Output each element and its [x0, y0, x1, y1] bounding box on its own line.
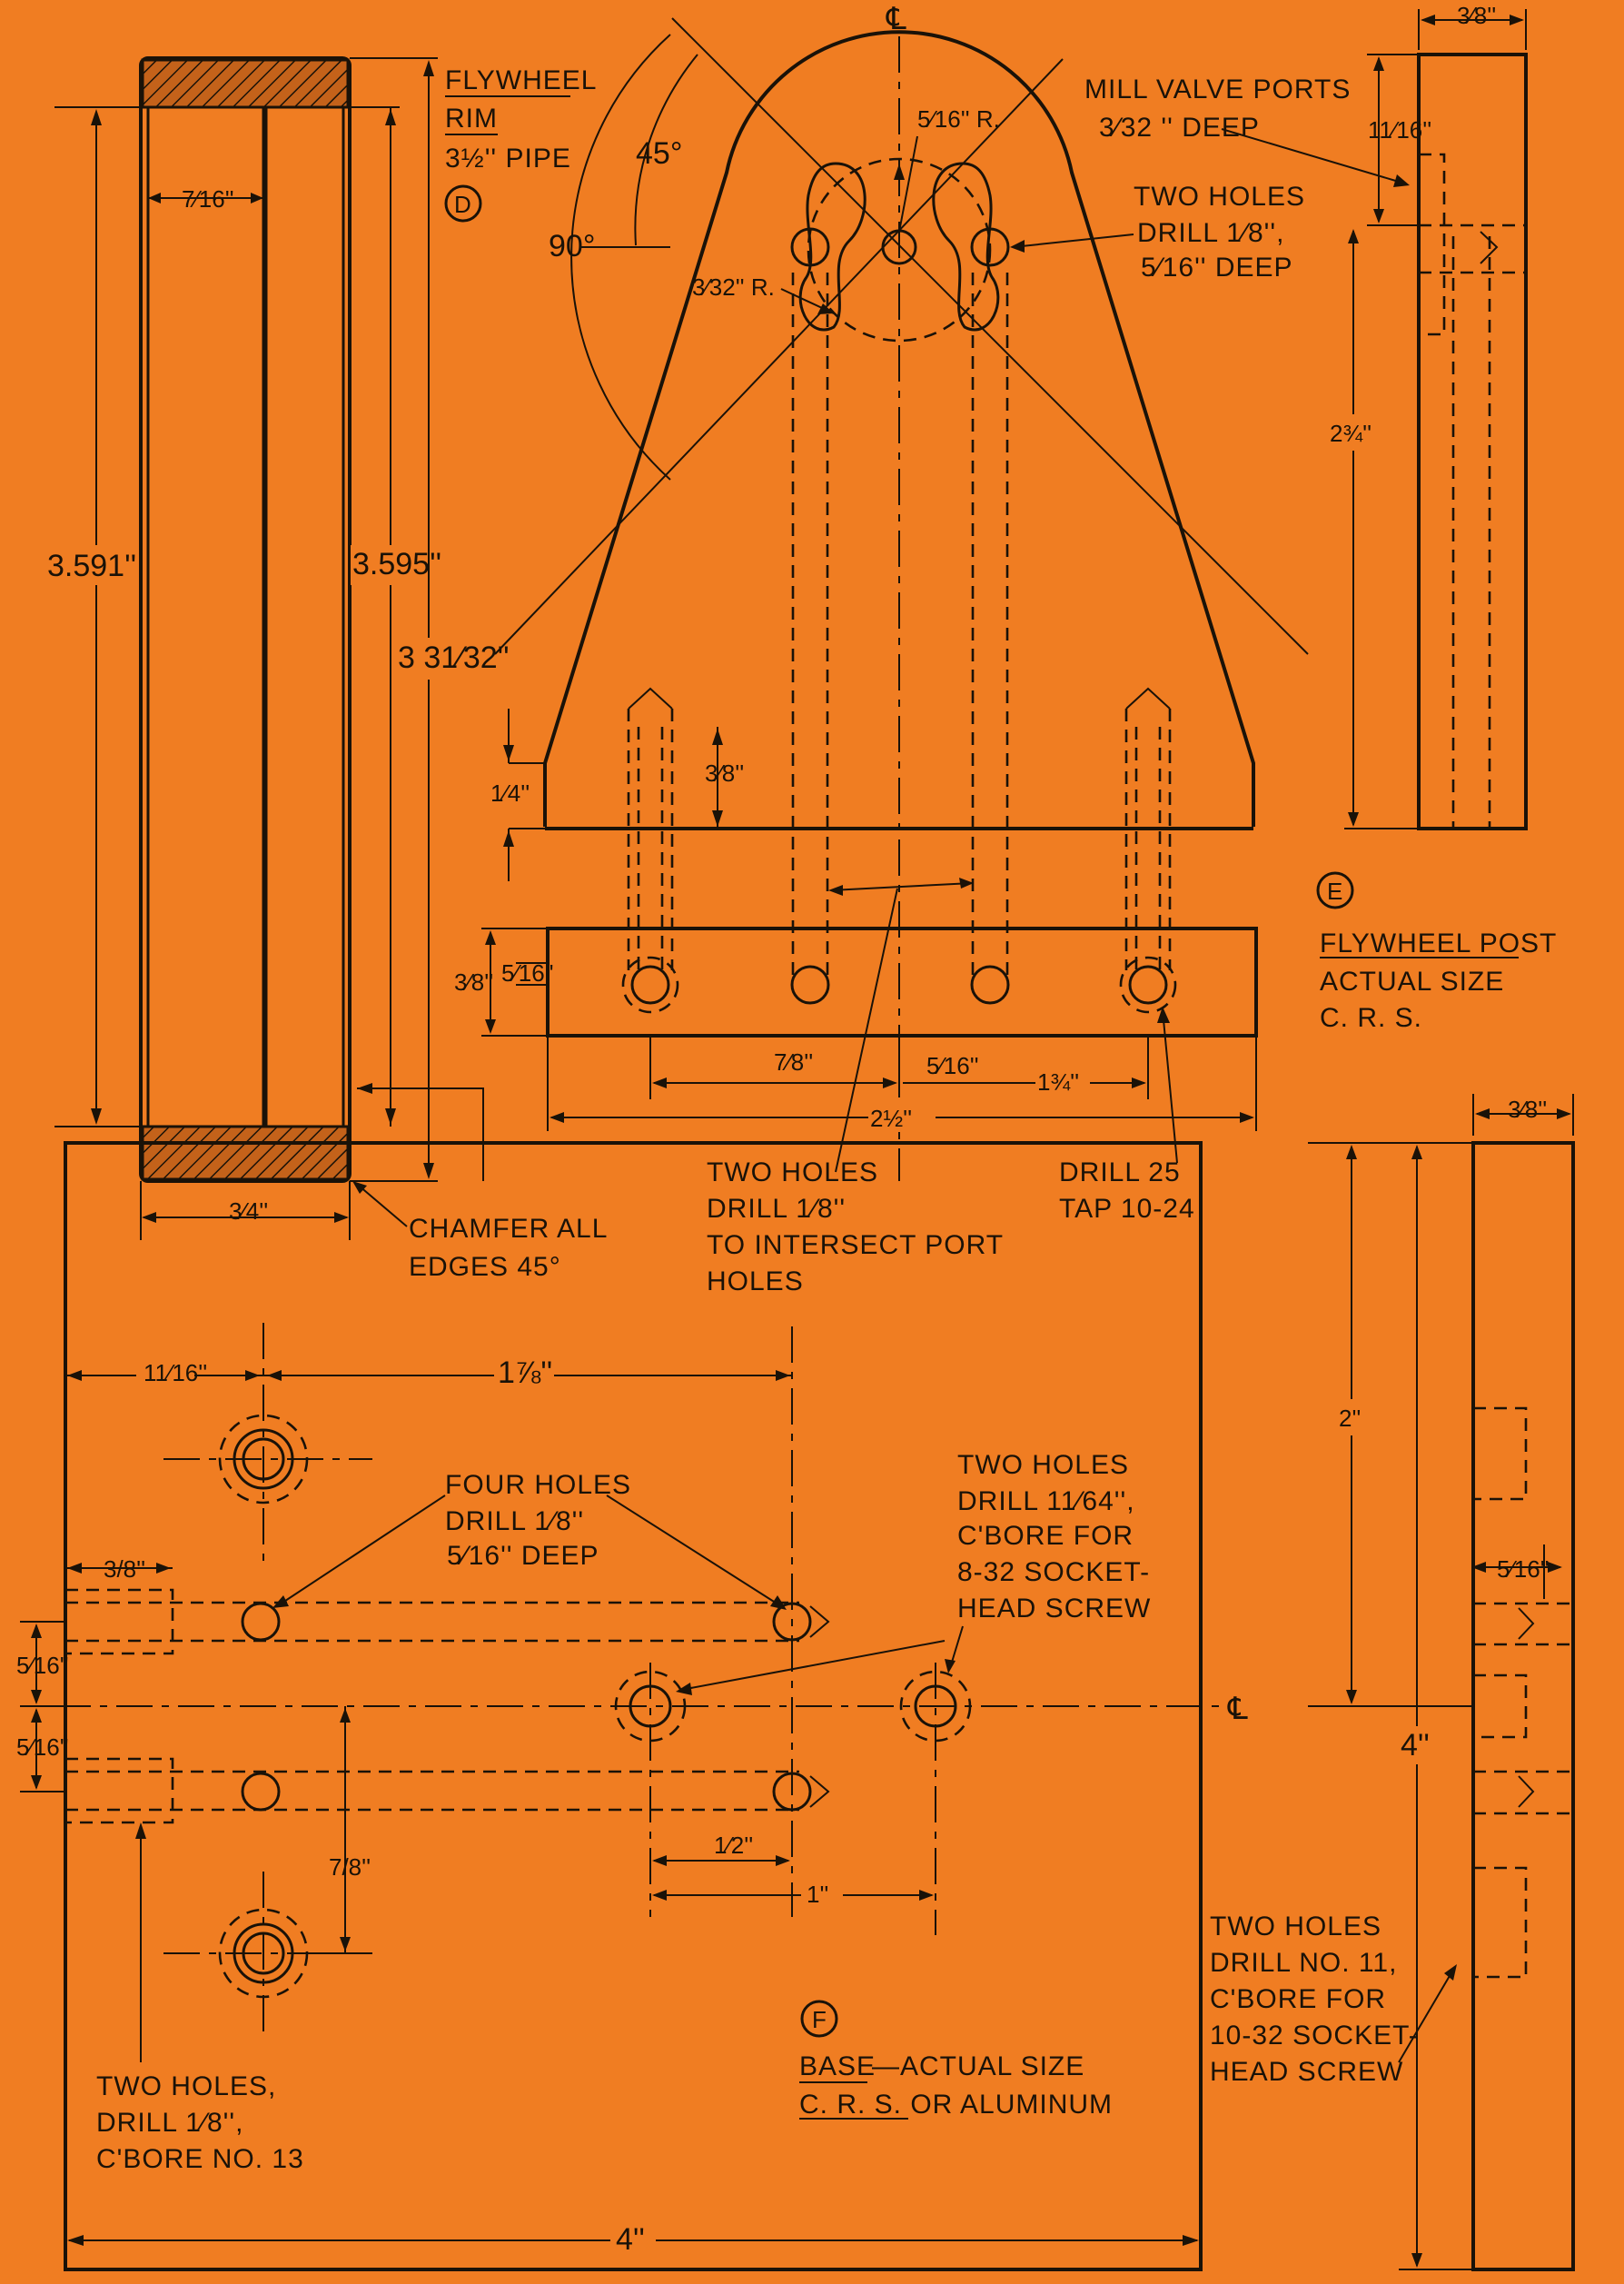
post-outline [543, 30, 1255, 827]
post-title-line3: C. R. S. [1320, 1003, 1422, 1033]
part-d-badge [444, 184, 482, 223]
valve-note-line2: 3⁄32 '' DEEP [1099, 113, 1260, 143]
left-holes-line1: TWO HOLES, [96, 2071, 276, 2101]
top-radius-label: 5⁄16'' R. [917, 105, 1000, 133]
base-title-line2: C. R. S. OR ALUMINUM [799, 2090, 1113, 2120]
rim-top-section-hatch [141, 58, 350, 109]
post-quarter-dim: 1⁄4'' [490, 780, 530, 807]
post-title-line2: ACTUAL SIZE [1320, 967, 1504, 997]
post-side-view [1417, 53, 1528, 830]
valve-note-line1: MILL VALVE PORTS [1084, 74, 1351, 104]
rim-od-dim: 3.591'' [47, 549, 136, 583]
base-11-16-dim: 11⁄16'' [144, 1359, 207, 1386]
base-half-dim: 1⁄2'' [714, 1832, 753, 1859]
right-holes-line3: C'BORE FOR [1210, 1984, 1386, 2014]
post-centerline-mark: ℄ [886, 2, 906, 36]
post-side-3-8-dim: 3⁄8'' [454, 968, 493, 996]
part-f-letter: F [812, 2006, 827, 2033]
base-side-2-dim: 2'' [1339, 1405, 1361, 1432]
angle-45-label: 45° [636, 136, 682, 171]
rim-wall-dim: 7⁄16'' [182, 185, 234, 213]
base-centerline-mark: ℄ [1227, 1692, 1248, 1726]
post-base-block [546, 927, 1258, 1038]
right-holes-line5: HEAD SCREW [1210, 2057, 1403, 2087]
port-note-line3: TO INTERSECT PORT [707, 1230, 1004, 1260]
chamfer-note-line2: EDGES 45° [409, 1252, 561, 1282]
left-holes-line3: C'BORE NO. 13 [96, 2144, 304, 2174]
rim-title-line2: RIM [445, 104, 498, 134]
post-5-16-dim: 5⁄16'' [926, 1052, 979, 1079]
cbore-note-line5: HEAD SCREW [957, 1594, 1151, 1624]
post-11-16-dim: 11⁄16'' [1368, 116, 1431, 144]
part-d-letter: D [454, 191, 471, 218]
four-holes-line1: FOUR HOLES [445, 1470, 631, 1500]
post-1-3-4-dim: 1¾'' [1037, 1068, 1079, 1096]
left-holes-line2: DRILL 1⁄8'', [96, 2108, 243, 2138]
cbore-note-line2: DRILL 11⁄64'', [957, 1486, 1135, 1516]
post-top-3-8-dim: 3⁄8'' [1457, 2, 1496, 29]
right-holes-line1: TWO HOLES [1210, 1912, 1381, 1941]
base-3-8-dim: 3/8'' [104, 1555, 145, 1583]
flywheel-post-drawing: ℄ 45° 90° [454, 2, 1557, 1296]
rim-width-dim: 3⁄4'' [229, 1197, 268, 1225]
post-7-8-dim: 7⁄8'' [774, 1048, 813, 1076]
post-3-8-up-dim: 3⁄8'' [705, 760, 744, 787]
tap-note-line2: TAP 10-24 [1059, 1194, 1195, 1224]
part-e-letter: E [1327, 878, 1342, 905]
port-radius-label: 3⁄32'' R. [692, 273, 775, 301]
base-side-view [1471, 1141, 1575, 2271]
rim-id-dim: 3.595'' [352, 547, 441, 581]
holes-note-line2: DRILL 1⁄8'', [1137, 218, 1284, 248]
rim-outline [139, 56, 352, 1183]
flywheel-rim-drawing: 7⁄16'' 3.591'' 3.595'' 3 31⁄32'' 3⁄4'' [45, 56, 608, 1282]
part-e-badge [1316, 871, 1354, 909]
port-note-line2: DRILL 1⁄8'' [707, 1194, 846, 1224]
base-title-rest: —ACTUAL SIZE [872, 2051, 1084, 2081]
post-side-5-16-dim: 5⁄16'' [501, 959, 554, 987]
post-title: FLYWHEEL POST [1320, 928, 1557, 958]
base-side-5-16-dim: 5⁄16'' [1497, 1555, 1550, 1583]
base-5-16-dim-lower: 5⁄16'' [16, 1733, 69, 1761]
base-side-4-dim: 4'' [1401, 1728, 1430, 1763]
base-title: BASE [799, 2051, 876, 2081]
port-note-line1: TWO HOLES [707, 1157, 878, 1187]
right-holes-line4: 10-32 SOCKET- [1210, 2021, 1419, 2051]
rim-length-dim: 3 31⁄32'' [398, 641, 510, 675]
valve-port-right [932, 162, 1000, 332]
rim-title-line1: FLYWHEEL [445, 65, 597, 95]
base-7-8-dim: 7/8'' [329, 1853, 371, 1881]
base-1-dim: 1'' [807, 1881, 828, 1908]
cbore-note-line3: C'BORE FOR [957, 1521, 1134, 1551]
port-hole-left [790, 227, 830, 267]
cbore-note-line4: 8-32 SOCKET- [957, 1557, 1150, 1587]
tap-note-line1: DRILL 25 [1059, 1157, 1181, 1187]
post-2-3-4-dim: 2¾'' [1330, 420, 1371, 447]
rim-subtitle: 3½'' PIPE [445, 144, 571, 174]
port-note-line4: HOLES [707, 1266, 804, 1296]
port-hole-right [970, 227, 1010, 267]
holes-note-line3: 5⁄16'' DEEP [1141, 253, 1293, 283]
chamfer-note-line1: CHAMFER ALL [409, 1214, 608, 1244]
base-side-3-8-dim: 3⁄8'' [1508, 1096, 1547, 1123]
base-drawing: ℄ [16, 1094, 1575, 2271]
valve-port-left [798, 162, 866, 332]
base-1-7-8-dim: 1⅞'' [498, 1356, 552, 1390]
holes-note-line1: TWO HOLES [1134, 182, 1305, 212]
cbore-note-line1: TWO HOLES [957, 1450, 1129, 1480]
right-holes-line2: DRILL NO. 11, [1210, 1948, 1397, 1978]
rim-bottom-section-hatch [141, 1125, 350, 1181]
four-holes-line3: 5⁄16'' DEEP [447, 1541, 599, 1571]
four-holes-line2: DRILL 1⁄8'' [445, 1506, 584, 1536]
post-2-1-2-dim: 2½'' [870, 1105, 912, 1132]
base-4-bottom-dim: 4'' [616, 2222, 645, 2257]
base-5-16-dim-upper: 5⁄16'' [16, 1652, 69, 1679]
part-f-badge [800, 2000, 838, 2038]
